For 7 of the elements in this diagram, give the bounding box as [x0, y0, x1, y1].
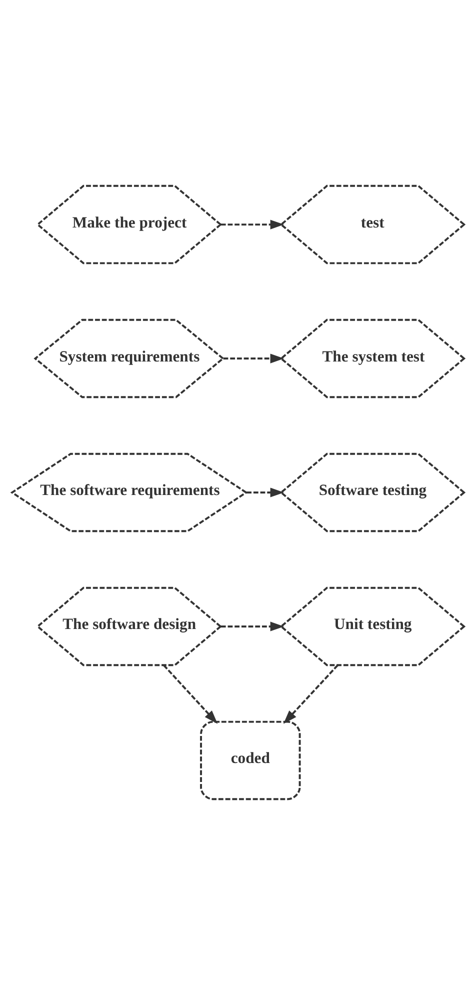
arrow [283, 664, 338, 724]
node-box: coded [200, 720, 301, 800]
arrow [163, 664, 218, 724]
arrow [246, 488, 284, 498]
arrow [220, 220, 284, 230]
arrow [223, 354, 284, 364]
arrow [220, 622, 284, 632]
